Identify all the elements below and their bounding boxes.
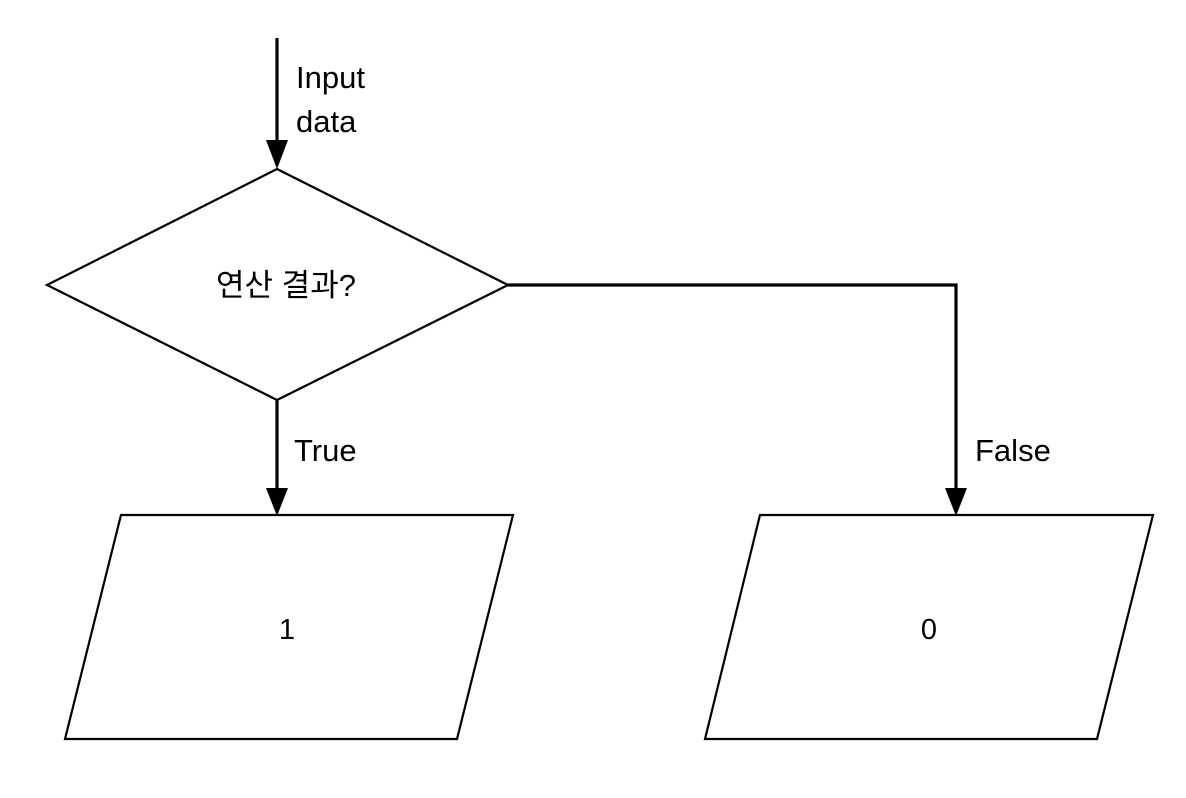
edge-false-arrowhead-icon xyxy=(945,488,967,516)
edge-true-arrowhead-icon xyxy=(266,488,288,516)
output-false-parallelogram-shape xyxy=(703,513,1155,741)
edge-false-line xyxy=(508,283,958,500)
node-decision[interactable]: 연산 결과? xyxy=(44,167,511,402)
edge-false-branch xyxy=(508,283,967,516)
output-true-parallelogram-shape xyxy=(63,513,515,741)
node-output-false[interactable]: 0 xyxy=(703,513,1155,741)
edge-true-branch xyxy=(266,400,288,516)
node-output-true[interactable]: 1 xyxy=(63,513,515,741)
output-false-label: 0 xyxy=(921,614,937,646)
edge-false-label: False xyxy=(975,433,1051,468)
edge-input-label-group: Input data xyxy=(296,60,365,139)
edge-input xyxy=(266,38,288,169)
edge-input-label-line1: Input xyxy=(296,60,365,95)
edge-input-arrowhead-icon xyxy=(266,140,288,169)
decision-label: 연산 결과? xyxy=(216,268,356,303)
edge-true-label: True xyxy=(294,433,357,468)
output-true-label: 1 xyxy=(279,614,295,646)
edge-input-label-line2: data xyxy=(296,104,357,139)
